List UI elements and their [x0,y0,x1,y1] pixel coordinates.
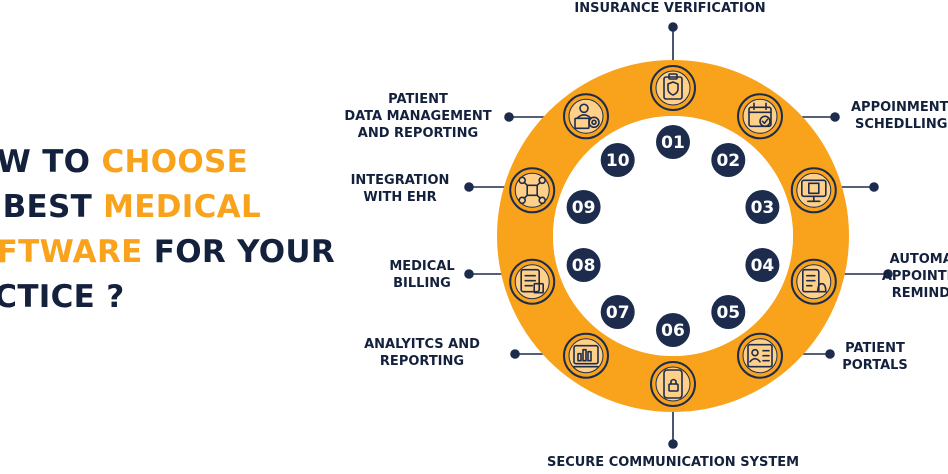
calendar-check-icon [737,93,783,140]
step-badge-01: 01 [656,125,690,159]
step-number: 08 [572,256,596,276]
headline-line-2: E BEST MEDICAL [0,189,262,225]
step-number: 07 [606,303,630,323]
step-number: 02 [716,151,740,171]
clipboard-shield-icon [650,65,696,111]
label-automated-reminders: AUTOMATEDAPPOINTMENTREMINDERS [881,252,948,301]
step-number: 04 [751,256,775,276]
step-number: 10 [606,151,630,171]
data-management-icon [563,93,609,140]
headline-line-1: OW TO CHOOSE [0,144,249,180]
step-badge-03: 03 [745,190,780,224]
step-number: 06 [661,321,685,341]
step-badge-10: 10 [600,143,635,177]
integration-network-icon [509,167,556,214]
step-badge-09: 09 [566,190,601,224]
step-badge-04: 04 [745,248,780,282]
step-number: 03 [751,198,775,218]
step-badge-08: 08 [566,248,601,282]
step-badge-07: 07 [600,295,635,329]
step-badge-05: 05 [711,295,746,329]
step-number: 01 [661,133,685,153]
analytics-chart-icon [563,332,609,379]
phone-lock-icon [650,361,696,407]
label-insurance-verification: INSURANCE VERIFICATION [574,1,766,16]
headline-line-4: ACTICE ? [0,279,125,315]
patient-profile-icon [737,332,783,379]
label-secure-communication: SECURE COMMUNICATION SYSTEM [546,455,800,470]
step-number: 05 [716,303,740,323]
headline: OW TO CHOOSE E BEST MEDICAL OFTWARE FOR … [0,140,370,320]
billing-receipt-icon [509,258,556,305]
checklist-bell-icon [790,258,837,305]
step-badge-02: 02 [711,143,746,177]
step-number: 09 [572,198,596,218]
headline-line-3: OFTWARE FOR YOUR [0,234,336,270]
step-badge-06: 06 [656,313,690,347]
monitor-record-icon [790,167,837,214]
